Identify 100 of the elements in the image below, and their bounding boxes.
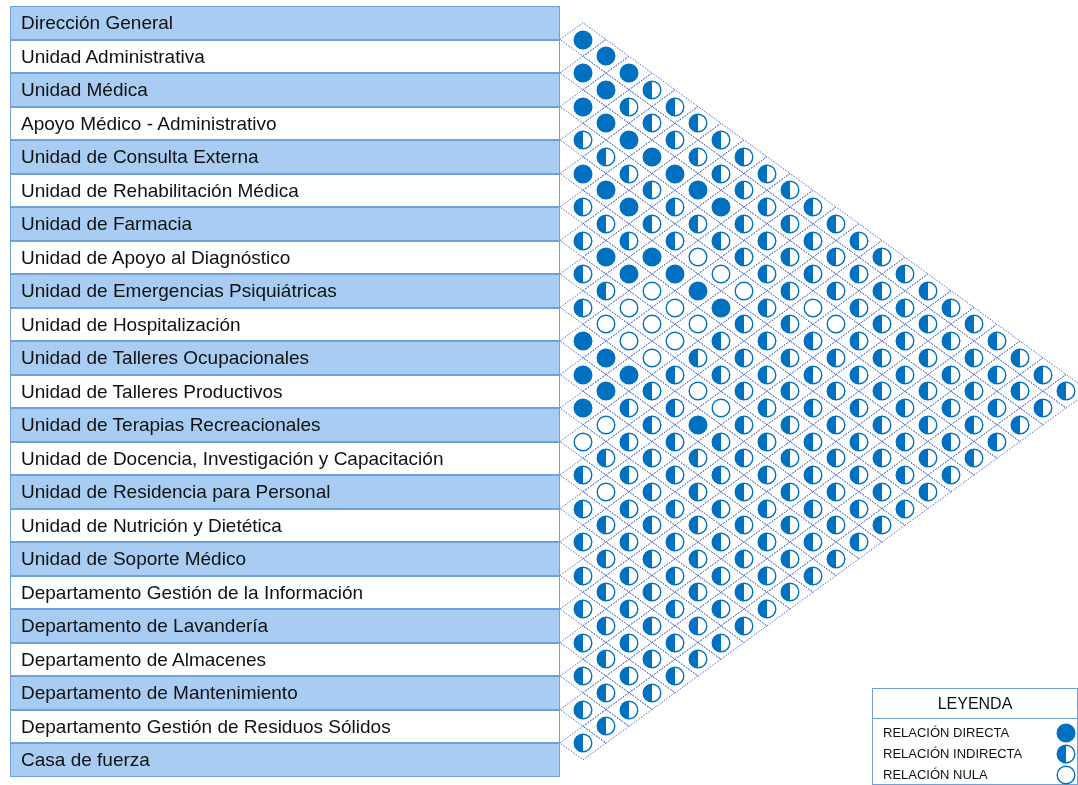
- half-filled-circle-symbol: [596, 615, 616, 636]
- unit-row: Apoyo Médico - Administrativo: [10, 106, 560, 140]
- filled-circle-symbol: [573, 96, 593, 117]
- half-filled-circle-symbol: [803, 364, 823, 385]
- legend-title: LEYENDA: [937, 693, 1013, 714]
- half-filled-circle-symbol: [803, 532, 823, 552]
- half-filled-circle-symbol: [757, 197, 777, 217]
- half-filled-circle-symbol: [688, 548, 708, 569]
- unit-row: Departamento de Lavandería: [10, 609, 560, 643]
- half-filled-circle-symbol: [711, 130, 731, 150]
- half-filled-circle-symbol: [642, 615, 662, 636]
- half-filled-circle-symbol: [573, 733, 593, 753]
- half-filled-circle-symbol: [918, 280, 938, 301]
- half-filled-circle-symbol: [918, 414, 938, 435]
- empty-circle-symbol: [596, 481, 616, 502]
- unit-row: Unidad de Farmacia: [10, 207, 560, 241]
- half-filled-circle-symbol: [941, 398, 961, 418]
- half-filled-circle-symbol: [596, 716, 616, 737]
- half-filled-circle-symbol: [849, 498, 869, 519]
- half-filled-circle-symbol: [987, 398, 1007, 418]
- half-filled-circle-symbol: [642, 448, 662, 469]
- half-filled-circle-symbol: [642, 548, 662, 569]
- filled-circle-symbol: [642, 247, 662, 268]
- filled-circle-symbol: [619, 130, 639, 150]
- filled-circle-symbol: [596, 381, 616, 402]
- half-filled-circle-symbol: [734, 314, 754, 335]
- filled-circle-symbol: [619, 364, 639, 385]
- half-filled-circle-symbol: [826, 213, 846, 234]
- half-filled-circle-symbol: [688, 615, 708, 636]
- filled-circle-symbol: [596, 46, 616, 67]
- half-filled-circle-symbol: [711, 465, 731, 485]
- half-filled-circle-symbol: [895, 331, 915, 351]
- half-filled-circle-symbol: [688, 582, 708, 603]
- half-filled-circle-symbol: [642, 213, 662, 234]
- half-filled-circle-symbol: [573, 197, 593, 217]
- half-filled-circle-symbol: [642, 649, 662, 670]
- unit-row: Unidad de Docencia, Investigación y Capacitación: [10, 441, 560, 475]
- half-filled-circle-symbol: [688, 649, 708, 670]
- half-filled-circle-symbol: [780, 280, 800, 301]
- half-filled-circle-symbol: [596, 649, 616, 670]
- half-filled-circle-symbol: [665, 364, 685, 385]
- unit-row: Departamento Gestión de Residuos Sólidos: [10, 709, 560, 743]
- empty-circle-symbol: [596, 314, 616, 335]
- empty-circle-symbol: [619, 331, 639, 351]
- half-filled-circle-symbol: [642, 582, 662, 603]
- half-filled-circle-symbol: [688, 213, 708, 234]
- half-filled-circle-symbol: [1056, 381, 1076, 402]
- half-filled-circle-symbol: [734, 515, 754, 536]
- half-filled-circle-symbol: [665, 230, 685, 251]
- half-filled-circle-symbol: [642, 381, 662, 402]
- half-filled-circle-symbol: [1010, 381, 1030, 402]
- unit-row: Unidad de Soporte Médico: [10, 542, 560, 576]
- half-filled-circle-symbol: [757, 498, 777, 519]
- half-filled-circle-symbol: [780, 582, 800, 603]
- half-filled-circle-symbol: [757, 565, 777, 586]
- empty-circle-symbol: [642, 347, 662, 368]
- filled-circle-symbol: [596, 180, 616, 201]
- half-filled-circle-symbol: [803, 565, 823, 586]
- half-filled-circle-symbol: [734, 381, 754, 402]
- half-filled-circle-symbol: [895, 431, 915, 452]
- filled-circle-symbol: [688, 414, 708, 435]
- half-filled-circle-symbol: [573, 532, 593, 552]
- half-filled-circle-symbol: [665, 666, 685, 686]
- filled-circle-symbol: [642, 146, 662, 167]
- half-filled-circle-symbol: [826, 481, 846, 502]
- half-filled-circle-symbol: [711, 632, 731, 653]
- half-filled-circle-symbol: [688, 347, 708, 368]
- half-filled-circle-symbol: [596, 146, 616, 167]
- half-filled-circle-symbol: [1033, 398, 1053, 418]
- unit-row: Unidad Médica: [10, 73, 560, 107]
- half-filled-circle-symbol: [734, 247, 754, 268]
- filled-circle-symbol: [573, 398, 593, 418]
- half-filled-circle-symbol: [665, 431, 685, 452]
- half-filled-circle-symbol: [757, 431, 777, 452]
- half-filled-circle-symbol: [573, 297, 593, 318]
- half-filled-circle-symbol: [803, 331, 823, 351]
- half-filled-circle-symbol: [688, 113, 708, 134]
- half-filled-circle-symbol: [642, 414, 662, 435]
- empty-circle-symbol: [711, 264, 731, 284]
- empty-circle-symbol: [688, 314, 708, 335]
- unit-row: Unidad de Residencia para Personal: [10, 475, 560, 509]
- half-filled-circle-symbol: [734, 582, 754, 603]
- half-filled-circle-symbol: [757, 264, 777, 284]
- half-filled-circle-symbol: [734, 414, 754, 435]
- unit-row: Unidad de Talleres Ocupacionales: [10, 341, 560, 375]
- half-filled-circle-symbol: [619, 599, 639, 619]
- half-filled-circle-symbol: [734, 548, 754, 569]
- half-filled-circle-symbol: [734, 180, 754, 201]
- half-filled-circle-symbol: [780, 314, 800, 335]
- half-filled-circle-symbol: [642, 682, 662, 703]
- half-filled-circle-symbol: [596, 280, 616, 301]
- half-filled-circle-symbol: [826, 247, 846, 268]
- half-filled-circle-symbol: [895, 465, 915, 485]
- half-filled-circle-symbol: [803, 465, 823, 485]
- half-filled-circle-symbol: [573, 230, 593, 251]
- half-filled-circle-symbol: [619, 163, 639, 184]
- filled-circle-symbol: [573, 331, 593, 351]
- half-filled-circle-symbol: [872, 314, 892, 335]
- half-filled-circle-symbol: [757, 532, 777, 552]
- filled-circle-symbol: [711, 197, 731, 217]
